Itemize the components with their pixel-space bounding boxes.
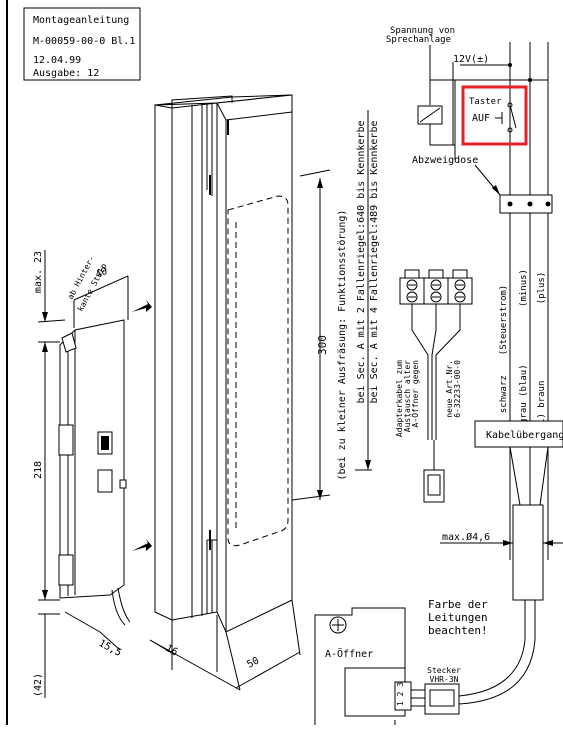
wiring-schematic: Spannung von Sprechanlage 12V(±) Taster … <box>386 26 563 601</box>
taster-highlight-box <box>461 85 528 146</box>
wire-1-label: (1) braun <box>537 381 547 430</box>
kabeluebergang-label: Kabelübergang <box>486 430 563 441</box>
note-sec-a-4: bei Sec. A mit 4 Fallenriegel:489 bis Ke… <box>369 121 380 404</box>
auf-label: AUF <box>472 113 490 124</box>
door-profile <box>154 94 293 633</box>
adapter-note-5: 6-32233-00-0 <box>453 360 462 418</box>
dim-40: 40 <box>94 266 109 281</box>
dim-300-label: 300 <box>316 335 329 355</box>
voltage-label: 12V(±) <box>453 54 489 65</box>
dim-218: 218 <box>33 461 44 479</box>
plus-label: (plus) <box>537 272 547 305</box>
adapter-note-2: Austausch alter <box>403 360 412 432</box>
dimension-300: 300 (bei zu kleiner Ausfräsung: Funktion… <box>291 169 348 501</box>
taster-label: Taster <box>469 97 502 107</box>
max-diameter-label: max.Ø4,6 <box>442 531 490 543</box>
steuerstrom-label: (Steuerstrom) <box>499 285 509 355</box>
title-line-1: Montageanleitung <box>33 15 129 26</box>
spannung-label-2: Sprechanlage <box>386 35 451 45</box>
adapter-note-3: A-Öffner gegen <box>410 360 420 428</box>
farbe-note-3: beachten! <box>428 624 488 637</box>
pin-numbers: 1 2 3 <box>396 682 405 706</box>
note-sec-a-2: bei Sec. A mit 2 Fallenriegel:640 bis Ke… <box>356 121 367 404</box>
dim-max-23: max. 23 <box>33 251 44 293</box>
adapter-note-1: Adapterkabel zum <box>395 360 404 437</box>
farbe-note-2: Leitungen <box>428 611 488 624</box>
connector-detail: A-Öffner 1 2 3 Stecker VHR-3N Farbe der … <box>314 598 536 725</box>
adapter-note-4: neue Art.Nr. <box>445 360 454 418</box>
door-opener-device <box>58 300 152 626</box>
fallenriegel-notes: bei Sec. A mit 2 Fallenriegel:640 bis Ke… <box>355 110 380 471</box>
wire-3-label: (3) schwarz <box>499 375 509 435</box>
title-block: Montageanleitung M-00059-00-0 Bl.1 12.04… <box>23 7 141 81</box>
dim-50: 50 <box>245 655 261 670</box>
spannung-label-1: Spannung von <box>390 26 455 36</box>
wire-2-label: (2) grau (blau) <box>519 364 529 445</box>
abzweigdose-label: Abzweigdose <box>412 155 478 166</box>
a-oeffner-label: A-Öffner <box>325 647 373 660</box>
farbe-note-1: Farbe der <box>428 598 488 611</box>
minus-label: (minus) <box>519 269 529 307</box>
adapter-cable: Adapterkabel zum Austausch alter A-Öffne… <box>395 269 473 503</box>
title-line-4: Ausgabe: 12 <box>33 68 99 79</box>
title-line-3: 12.04.99 <box>33 55 81 66</box>
title-line-2: M-00059-00-0 Bl.1 <box>33 36 135 47</box>
dim-42: (42) <box>33 673 44 697</box>
stecker-label-1: Stecker <box>427 666 461 675</box>
note-funktionsstoerung: (bei zu kleiner Ausfräsung: Funktionsstö… <box>337 210 348 481</box>
stecker-label-2: VHR-3N <box>430 675 459 684</box>
dim-16: 16 <box>164 643 180 658</box>
